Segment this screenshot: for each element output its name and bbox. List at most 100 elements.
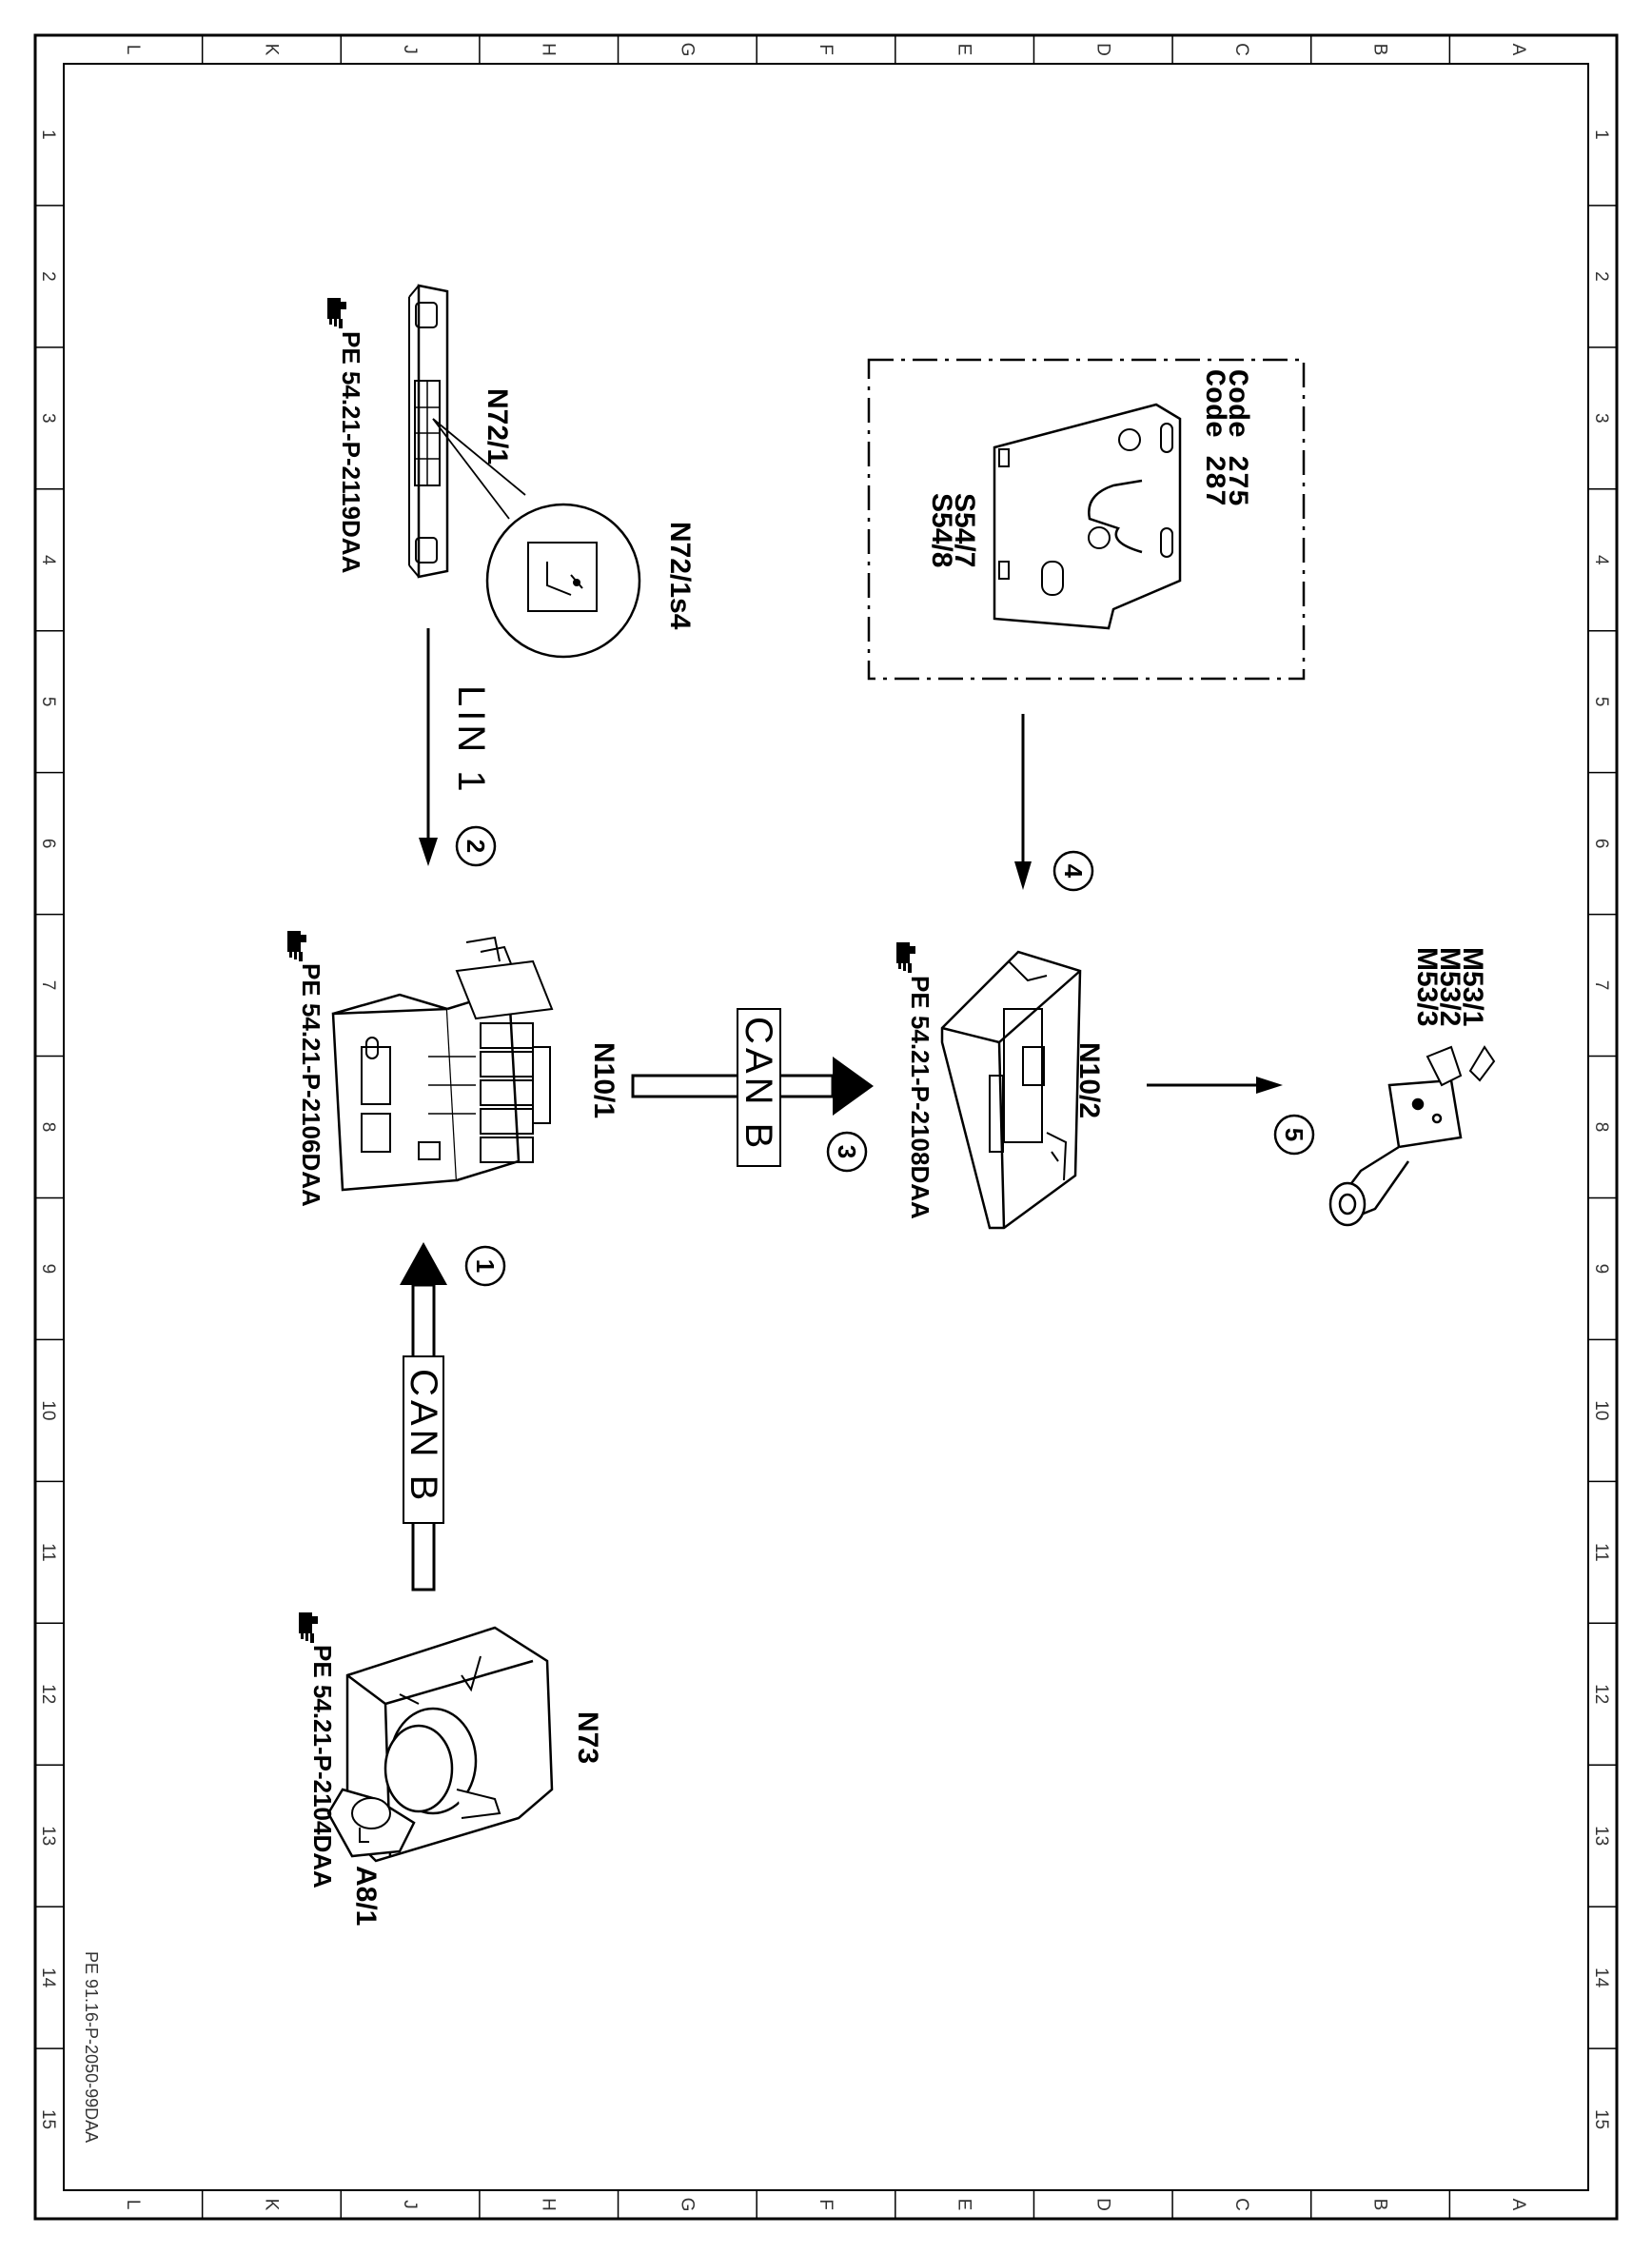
grid-number-12: 12 — [1591, 1684, 1611, 1704]
grid-number-1: 1 — [38, 129, 58, 140]
grid-number-14: 14 — [38, 1967, 58, 1988]
connection-5: 5 — [1147, 1077, 1315, 1156]
grid-letter-e: E — [954, 2199, 974, 2211]
grid-number-10: 10 — [1591, 1400, 1611, 1420]
svg-text:5: 5 — [1280, 1128, 1308, 1141]
grid-number-2: 2 — [38, 271, 58, 282]
grid-letter-d: D — [1092, 43, 1112, 56]
grid-number-8: 8 — [38, 1122, 58, 1133]
connection-number-3 — [826, 1131, 868, 1173]
document-reference: PE 91.16-P-2050-99DAA — [82, 1951, 101, 2143]
connection-3-can: CAN B 3 — [631, 1008, 874, 1173]
svg-text:3: 3 — [833, 1145, 861, 1158]
grid-letter-c: C — [1231, 2198, 1251, 2211]
label-code-275: Code 275 — [1220, 369, 1252, 506]
grid-letter-h: H — [539, 43, 559, 56]
grid-letter-d: D — [1092, 2198, 1112, 2211]
connection-number-2 — [455, 825, 497, 867]
component-m53-motor — [1328, 1045, 1496, 1227]
grid-number-7: 7 — [1591, 980, 1611, 991]
grid-letter-a: A — [1508, 2199, 1528, 2211]
grid-letter-f: F — [816, 44, 836, 55]
ref-icon-n73 — [299, 1612, 318, 1643]
component-n10-1 — [331, 936, 554, 1192]
grid-number-12: 12 — [38, 1684, 58, 1704]
grid-number-6: 6 — [38, 839, 58, 849]
component-n10-2 — [940, 950, 1082, 1230]
bus-label-lin1: LIN 1 — [450, 685, 492, 796]
grid-number-4: 4 — [1591, 555, 1611, 565]
label-n72-1: N72/1 — [482, 388, 513, 465]
ref-n72-1: PE 54.21-P-2119DAA — [337, 331, 365, 574]
grid-number-10: 10 — [38, 1400, 58, 1420]
grid-number-13: 13 — [1591, 1826, 1611, 1846]
bus-label-canb-3: CAN B — [738, 1017, 779, 1152]
label-m53-2: M53/2 — [1434, 947, 1465, 1026]
ref-icon-n10-1 — [287, 931, 306, 961]
ref-icon-n72-1 — [327, 298, 346, 328]
label-a8-1: A8/1 — [350, 1866, 382, 1926]
connection-number-4 — [1052, 850, 1094, 892]
grid-letter-l: L — [123, 45, 143, 55]
grid-number-15: 15 — [1591, 2109, 1611, 2129]
label-s54-7: S54/7 — [949, 493, 980, 567]
grid-number-5: 5 — [38, 697, 58, 707]
grid-letter-l: L — [123, 2200, 143, 2210]
label-n72-1s4: N72/1s4 — [664, 522, 696, 630]
grid-number-14: 14 — [1591, 1967, 1611, 1988]
component-n73 — [326, 1626, 554, 1863]
label-s54-8: S54/8 — [926, 493, 957, 567]
grid-number-7: 7 — [38, 980, 58, 991]
ref-icon-n10-2 — [896, 942, 915, 973]
grid-number-11: 11 — [38, 1543, 58, 1562]
ref-n10-2: PE 54.21-P-2108DAA — [906, 976, 934, 1219]
grid-number-8: 8 — [1591, 1122, 1611, 1133]
bus-label-canb-1: CAN B — [403, 1369, 444, 1504]
connection-4: 4 — [1014, 714, 1094, 892]
label-m53-3: M53/3 — [1411, 947, 1443, 1026]
label-n10-2: N10/2 — [1073, 1042, 1105, 1118]
grid-letter-j: J — [400, 45, 420, 54]
grid-letter-g: G — [677, 43, 697, 57]
drawing-frame — [33, 33, 1619, 2221]
svg-text:4: 4 — [1059, 864, 1088, 879]
connection-number-5 — [1273, 1114, 1315, 1156]
grid-number-5: 5 — [1591, 697, 1611, 707]
grid-letter-j: J — [400, 2200, 420, 2209]
grid-number-2: 2 — [1591, 271, 1611, 282]
grid-number-4: 4 — [38, 555, 58, 565]
component-n72-1s4 — [485, 503, 641, 659]
grid-number-1: 1 — [1591, 129, 1611, 140]
component-n72-1 — [408, 284, 526, 579]
grid-letter-c: C — [1231, 43, 1251, 56]
label-n73: N73 — [572, 1711, 603, 1764]
svg-text:1: 1 — [471, 1259, 500, 1273]
grid-letter-k: K — [261, 2199, 281, 2211]
connection-2-lin: LIN 1 2 — [419, 628, 497, 867]
grid-number-3: 3 — [1591, 413, 1611, 424]
label-n10-1: N10/1 — [588, 1042, 620, 1118]
grid-number-13: 13 — [38, 1826, 58, 1846]
grid-number-9: 9 — [1591, 1264, 1611, 1275]
grid-letter-a: A — [1508, 44, 1528, 56]
connection-1-can: CAN B 1 — [400, 1242, 506, 1592]
svg-text:2: 2 — [462, 840, 490, 853]
connection-number-1 — [464, 1245, 506, 1287]
grid-letter-g: G — [677, 2198, 697, 2212]
grid-letter-b: B — [1370, 2199, 1390, 2211]
grid-number-6: 6 — [1591, 839, 1611, 849]
ref-n73: PE 54.21-P-2104DAA — [308, 1645, 337, 1888]
grid-letter-h: H — [539, 2198, 559, 2211]
label-m53-1: M53/1 — [1457, 947, 1488, 1026]
ref-n10-1: PE 54.21-P-2106DAA — [297, 963, 325, 1207]
grid-letter-b: B — [1370, 44, 1390, 56]
grid-number-3: 3 — [38, 413, 58, 424]
grid-number-15: 15 — [38, 2109, 58, 2129]
component-s54-option-box — [867, 358, 1306, 681]
grid-number-9: 9 — [38, 1264, 58, 1275]
